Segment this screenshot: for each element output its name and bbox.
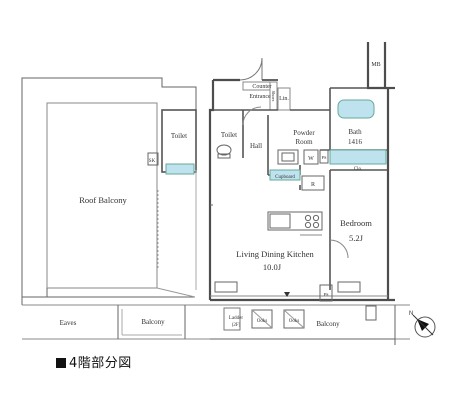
ladder-label: Ladder bbox=[229, 316, 243, 321]
ps-label-1: PS bbox=[321, 155, 327, 160]
lin-label: Lin. bbox=[279, 96, 289, 102]
roof-balcony-outline bbox=[21, 77, 197, 297]
shoes-label: Shoes bbox=[271, 91, 276, 102]
entrance-label: Entrance bbox=[249, 94, 271, 100]
bath-size-label: 1416 bbox=[348, 138, 363, 146]
cupboard-label: Cupboard bbox=[275, 175, 295, 180]
powder-room-label-1: Powder bbox=[293, 129, 315, 137]
toilet-left-label: Toilet bbox=[171, 132, 187, 140]
ldk-label: Living Dining Kitchen bbox=[236, 249, 314, 259]
ladder-floor-label: (2F) bbox=[232, 323, 241, 328]
ps-label-2: PS bbox=[323, 292, 329, 297]
eaves-label: Eaves bbox=[60, 319, 77, 327]
hatch-label-1: Ooks bbox=[257, 319, 268, 324]
floor-caption-text: 4階部分図 bbox=[69, 356, 132, 371]
closet-label: Clo. bbox=[354, 167, 362, 172]
hall-label: Hall bbox=[250, 142, 262, 150]
square-bullet-icon bbox=[56, 358, 66, 368]
counter-label: Counter bbox=[252, 84, 271, 90]
ldk-size-label: 10.0J bbox=[263, 262, 282, 272]
powder-room-label-2: Room bbox=[295, 138, 313, 146]
refrigerator-label: R bbox=[311, 182, 315, 188]
sk-label: SK bbox=[149, 159, 156, 164]
washer-label: W bbox=[308, 156, 314, 162]
compass-icon: N bbox=[409, 311, 436, 338]
bedroom-size-label: 5.2J bbox=[349, 233, 364, 243]
toilet-label: Toilet bbox=[221, 131, 237, 139]
hatch-label-2: Ooks bbox=[289, 319, 300, 324]
mb-label: MB bbox=[371, 62, 380, 68]
bedroom-label: Bedroom bbox=[340, 218, 372, 228]
arrow-down-icon bbox=[284, 292, 290, 297]
floor-caption: 4階部分図 bbox=[56, 352, 132, 371]
balcony-right-label: Balcony bbox=[316, 320, 340, 328]
bath-label: Bath bbox=[348, 128, 362, 136]
balcony-left-label: Balcony bbox=[141, 318, 165, 326]
roof-balcony-label: Roof Balcony bbox=[79, 195, 127, 205]
compass-north-label: N bbox=[409, 311, 413, 317]
